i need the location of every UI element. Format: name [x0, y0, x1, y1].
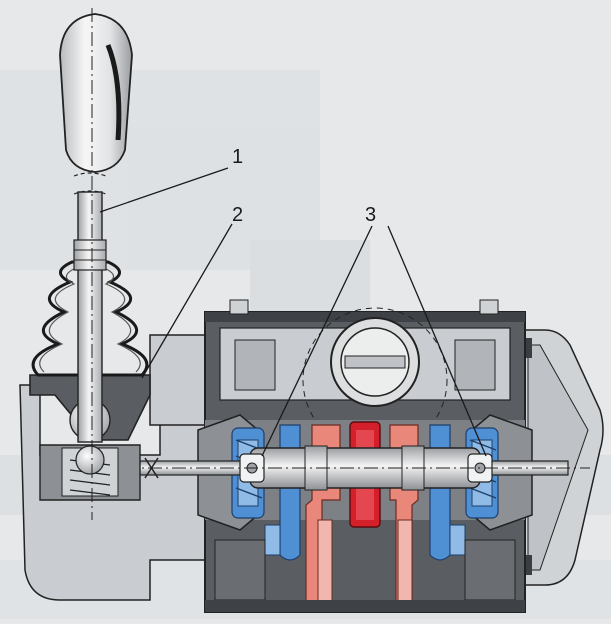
callout-label-2: 2 — [232, 204, 244, 226]
leader-lines — [99, 167, 487, 457]
rubber-bellows — [31, 260, 149, 377]
lever-knob — [59, 13, 133, 173]
lower-cavities — [205, 539, 525, 612]
leader-line-2 — [141, 223, 233, 379]
lever-shaft — [73, 172, 107, 443]
callout-label-3: 3 — [365, 204, 377, 226]
callout-label-1: 1 — [232, 146, 244, 168]
leader-line-3b — [387, 225, 487, 457]
leader-line-3a — [261, 225, 373, 457]
leader-line-1 — [99, 167, 229, 213]
